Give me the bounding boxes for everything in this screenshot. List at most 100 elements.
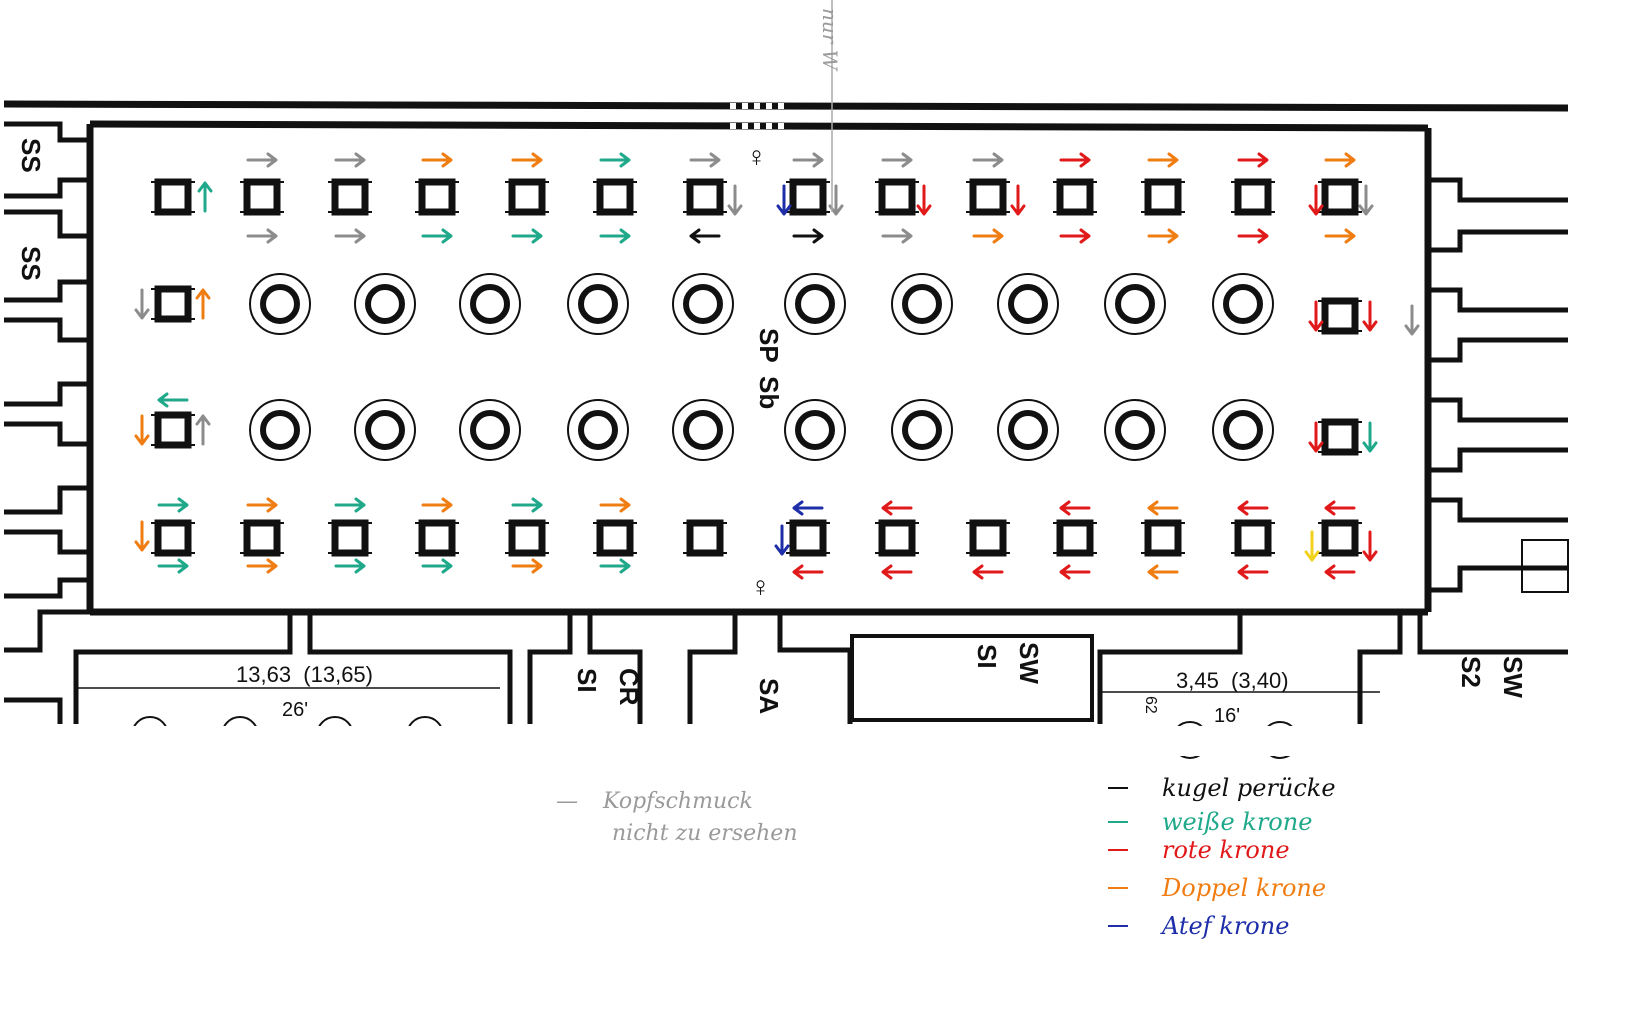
- round-column-icon: [354, 273, 416, 335]
- room-label-left-mid: SS: [16, 246, 46, 281]
- room-labels: SS SS SP Sb SI CR SA SI SW 62 S2 SW: [16, 138, 1528, 714]
- square-pillar-icon: [240, 519, 284, 557]
- square-pillar-icon: [328, 178, 372, 216]
- arrow-icon: [195, 288, 211, 320]
- arrow-icon: [511, 228, 543, 244]
- arrow-icon: [1147, 500, 1179, 516]
- square-pillar-icon: [786, 178, 830, 216]
- unclear-headdress-note: — Kopfschmuck nicht zu ersehen: [556, 786, 798, 850]
- arrow-icon: [157, 558, 189, 574]
- square-pillar-icon: [1141, 519, 1185, 557]
- arrow-icon: [1237, 228, 1269, 244]
- square-pillar-icon: [593, 519, 637, 557]
- round-column-icon: [354, 399, 416, 461]
- square-pillar-icon: [1318, 519, 1362, 557]
- square-pillar-icon: [1141, 178, 1185, 216]
- arrow-icon: [881, 152, 913, 168]
- square-pillar-icon: [875, 519, 919, 557]
- legend-label-doppel: Doppel krone: [1162, 874, 1327, 902]
- round-column-icon: [891, 399, 953, 461]
- room-label-cr: CR: [614, 668, 644, 706]
- arrow-icon: [1358, 184, 1374, 216]
- square-pillar-icon: [151, 519, 195, 557]
- arrow-icon: [334, 152, 366, 168]
- room-label-center-sb: Sb: [754, 376, 784, 409]
- square-pillar-icon: [240, 178, 284, 216]
- round-column-icon: [249, 273, 311, 335]
- pillar-grid: [151, 178, 1362, 557]
- arrow-icon: [792, 228, 824, 244]
- arrow-icon: [134, 414, 150, 446]
- note-line-2: nicht zu ersehen: [612, 821, 798, 846]
- arrow-icon: [334, 497, 366, 513]
- square-pillar-icon: [151, 411, 195, 449]
- legend-row-rot: rote krone: [1108, 836, 1290, 864]
- arrow-icon: [792, 152, 824, 168]
- round-column-icon: [567, 399, 629, 461]
- arrow-icon: [1059, 228, 1091, 244]
- legend-label-kugel: kugel perücke: [1162, 774, 1336, 802]
- round-column-icon: [249, 399, 311, 461]
- arrow-icon: [727, 184, 743, 216]
- legend-row-doppel: Doppel krone: [1108, 874, 1326, 902]
- side-note: nur W: [818, 8, 842, 70]
- arrow-icon: [134, 520, 150, 552]
- square-pillar-icon: [1231, 178, 1275, 216]
- right-feet: 16': [1214, 705, 1240, 727]
- round-column-icon: [1104, 273, 1166, 335]
- left-feet: 26': [282, 699, 308, 721]
- arrow-icon: [246, 558, 278, 574]
- square-pillar-icon: [328, 519, 372, 557]
- legend-row-kugel: kugel perücke: [1108, 774, 1336, 802]
- arrow-icon: [134, 288, 150, 320]
- legend-label-atef: Atef krone: [1162, 912, 1290, 940]
- round-column-icon: [459, 399, 521, 461]
- bottom-rooms: [4, 609, 1568, 759]
- round-column-icon: [1212, 399, 1274, 461]
- arrow-icon: [972, 228, 1004, 244]
- round-column-icon: [1104, 399, 1166, 461]
- room-label-sw1: SW: [1014, 642, 1044, 684]
- left-measure: 13,63 (13,65): [236, 662, 373, 687]
- arrow-icon: [157, 497, 189, 513]
- arrow-icon: [881, 500, 913, 516]
- arrow-icon: [1237, 500, 1269, 516]
- arrow-icon: [334, 228, 366, 244]
- hall-walls: [3, 100, 1569, 616]
- left-niches: [4, 121, 90, 599]
- arrow-icon: [881, 228, 913, 244]
- arrow-icon: [774, 524, 790, 556]
- square-pillar-icon: [875, 178, 919, 216]
- square-pillar-icon: [683, 519, 727, 557]
- arrow-icon: [246, 152, 278, 168]
- arrow-icon: [1324, 152, 1356, 168]
- round-column-icon: [672, 399, 734, 461]
- legend-swatch-rot: [1108, 849, 1128, 851]
- round-column-icon: [997, 273, 1059, 335]
- square-pillar-icon: [1053, 178, 1097, 216]
- arrow-icon: [511, 497, 543, 513]
- arrow-icon: [599, 152, 631, 168]
- arrow-icon: [1362, 421, 1378, 453]
- arrow-icon: [421, 497, 453, 513]
- square-pillar-icon: [505, 178, 549, 216]
- arrow-icon: [972, 564, 1004, 580]
- arrow-icon: [1404, 304, 1420, 336]
- arrow-icon: [1059, 500, 1091, 516]
- female-symbol-top: ♀: [746, 141, 767, 172]
- arrow-markers: [134, 152, 1420, 580]
- top-door: [730, 103, 790, 129]
- female-symbols: ♀ ♀: [746, 141, 771, 602]
- arrow-icon: [1308, 421, 1324, 453]
- arrow-icon: [1362, 530, 1378, 562]
- dimension-labels: 13,63 (13,65) 26' 3,45 (3,40) 16': [236, 662, 1289, 727]
- arrow-icon: [511, 558, 543, 574]
- square-pillar-icon: [1318, 178, 1362, 216]
- arrow-icon: [246, 497, 278, 513]
- arrow-icon: [421, 152, 453, 168]
- legend-swatch-doppel: [1108, 887, 1128, 889]
- note-dash: —: [556, 789, 578, 814]
- arrow-icon: [1059, 564, 1091, 580]
- round-column-icon: [672, 273, 734, 335]
- room-label-si1: SI: [572, 668, 602, 693]
